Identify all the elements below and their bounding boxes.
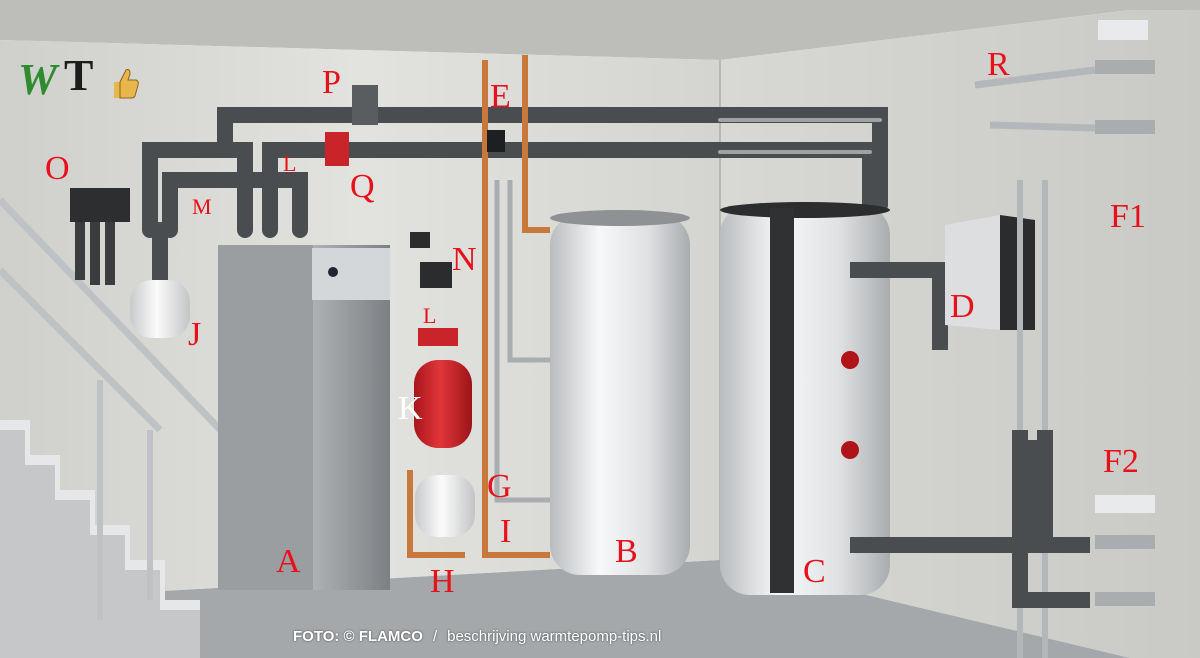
label-f2: F2 [1103, 443, 1139, 480]
label-i: I [500, 513, 512, 550]
photo-credit: FOTO: © FLAMCO [293, 628, 423, 645]
label-p: P [322, 64, 341, 101]
supply-pipes [142, 107, 888, 288]
label-b: B [615, 533, 638, 570]
caption-description: beschrijving warmtepomp-tips.nl [447, 628, 662, 645]
distribution-manifold [70, 188, 130, 285]
label-a: A [276, 543, 301, 580]
buffer-tank [550, 210, 690, 575]
site-logo: W T [18, 54, 139, 110]
label-e: E [490, 78, 511, 115]
copper-pipes [407, 55, 550, 558]
circulation-pump [410, 232, 452, 288]
control-module [945, 180, 1090, 658]
manifold-upper [974, 20, 1155, 134]
air-separator [325, 132, 349, 166]
three-way-valve [487, 130, 505, 152]
ceiling [0, 0, 1200, 60]
label-g: G [487, 468, 512, 505]
caption-separator: / [432, 628, 438, 645]
staircase [0, 190, 233, 658]
expansion-vessel-small [415, 475, 475, 537]
expansion-vessel-white [130, 280, 190, 338]
label-l-lower: L [423, 303, 437, 328]
label-f1: F1 [1110, 198, 1146, 235]
label-o: O [45, 150, 70, 187]
label-h: H [430, 563, 455, 600]
label-j: J [188, 316, 202, 353]
dirt-separator [352, 85, 378, 125]
label-n: N [452, 241, 477, 278]
logo-letter-w: W [18, 55, 58, 104]
label-m: M [192, 194, 212, 219]
label-k: K [398, 390, 423, 427]
expansion-vessel-red [414, 328, 472, 448]
label-l-upper: L [283, 151, 297, 176]
hot-water-boiler [720, 202, 1038, 595]
manifold-lower [1095, 495, 1155, 606]
label-c: C [803, 553, 826, 590]
heat-pump-unit [218, 245, 390, 590]
label-q: Q [350, 168, 375, 205]
thumbs-up-icon [114, 69, 139, 99]
label-r: R [987, 46, 1010, 83]
photo-caption: FOTO: © FLAMCO / beschrijving warmtepomp-t… [293, 628, 661, 645]
label-d: D [950, 288, 975, 325]
logo-letter-t: T [64, 51, 94, 100]
